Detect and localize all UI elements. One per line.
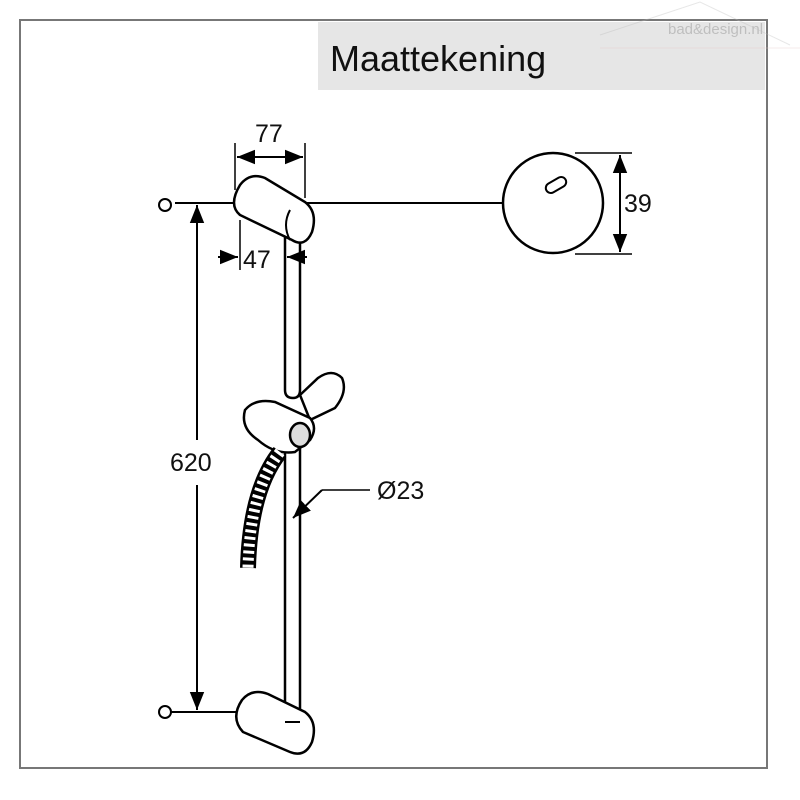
dimension-label-diameter: Ø23 bbox=[377, 477, 424, 505]
title-box bbox=[318, 22, 765, 90]
shower-hose bbox=[240, 447, 287, 569]
drawing-frame bbox=[19, 19, 768, 769]
watermark-text: bad&design.nl bbox=[668, 21, 763, 38]
dimension-label-47: 47 bbox=[243, 246, 271, 274]
watermark-logo: bad&design.nl bbox=[599, 1, 800, 49]
wall-anchor-top bbox=[158, 198, 172, 212]
dimension-label-39: 39 bbox=[624, 190, 652, 218]
page-title: Maattekening bbox=[330, 38, 546, 79]
dimension-label-620: 620 bbox=[170, 449, 212, 477]
wall-disc bbox=[501, 151, 605, 255]
wall-anchor-bottom bbox=[158, 705, 172, 719]
hand-shower-slider bbox=[242, 371, 346, 454]
dimension-label-77: 77 bbox=[255, 120, 283, 148]
shower-rail bbox=[283, 235, 302, 720]
bottom-bracket bbox=[235, 690, 316, 755]
top-bracket bbox=[232, 174, 316, 244]
